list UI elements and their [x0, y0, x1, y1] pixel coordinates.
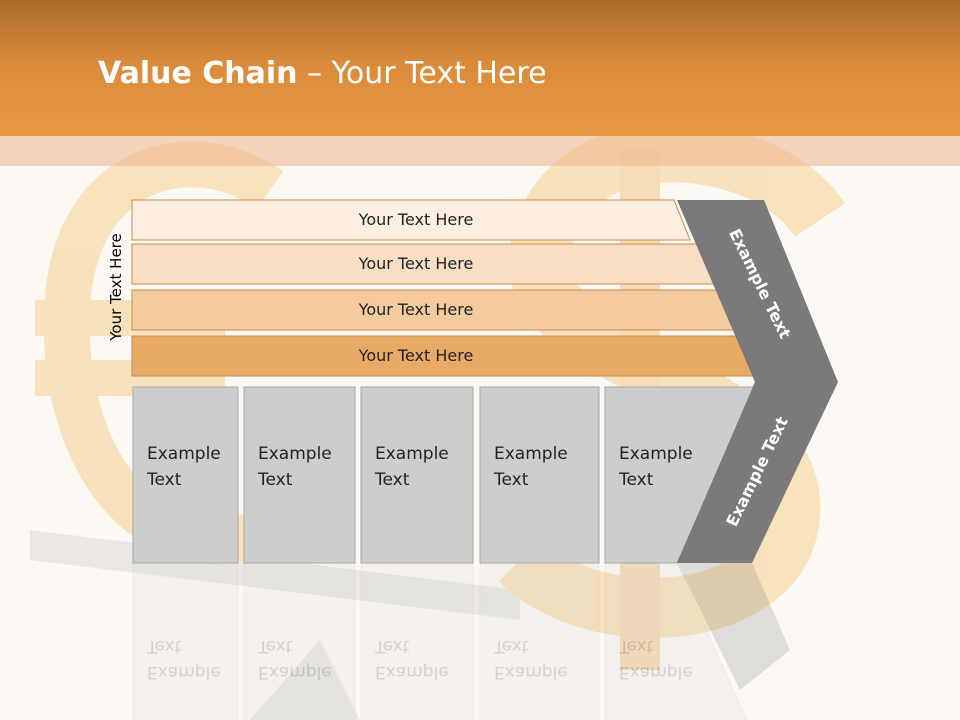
- chevron-reflection: [677, 563, 790, 690]
- column-reflection-line2-5: Text: [618, 636, 654, 656]
- column-reflection-line1-5: Example: [619, 662, 693, 682]
- row-bar-1: [131, 199, 691, 241]
- chevron-arrow: [677, 200, 838, 563]
- row-label-1: Your Text Here: [358, 210, 474, 229]
- row-label-4: Your Text Here: [358, 346, 474, 365]
- column-box-1: [132, 386, 239, 564]
- column-label-line1-5: Example: [619, 444, 693, 464]
- column-box-4: [479, 386, 600, 564]
- title-bar: [0, 0, 960, 136]
- column-box-2: [243, 562, 356, 720]
- column-label-line1-3: Example: [375, 444, 449, 464]
- column-reflection-line1-1: Example: [147, 662, 221, 682]
- column-reflection-line1-3: Example: [375, 662, 449, 682]
- seesaw-base: [250, 640, 360, 720]
- column-box-4: [479, 562, 600, 720]
- column-label-line2-5: Text: [618, 470, 654, 490]
- title-bold-part: Value Chain: [98, 56, 298, 91]
- column-box-2: [243, 386, 356, 564]
- title-band: [0, 136, 960, 166]
- column-label-line1-1: Example: [147, 444, 221, 464]
- slide-title: Value Chain – Your Text Here: [98, 56, 547, 91]
- column-label-line2-1: Text: [146, 470, 182, 490]
- column-reflection-line1-4: Example: [494, 662, 568, 682]
- column-label-line2-2: Text: [257, 470, 293, 490]
- column-label-line2-3: Text: [374, 470, 410, 490]
- title-rest-part: – Your Text Here: [297, 56, 547, 91]
- column-reflection-line1-2: Example: [258, 662, 332, 682]
- column-reflection-line2-4: Text: [493, 636, 529, 656]
- column-label-line2-4: Text: [493, 470, 529, 490]
- column-reflection-line2-1: Text: [146, 636, 182, 656]
- column-label-line1-2: Example: [258, 444, 332, 464]
- row-label-3: Your Text Here: [358, 300, 474, 319]
- column-box-3: [360, 562, 474, 720]
- row-label-2: Your Text Here: [358, 254, 474, 273]
- column-reflection-line2-2: Text: [257, 636, 293, 656]
- column-reflection-line2-3: Text: [374, 636, 410, 656]
- column-box-3: [360, 386, 474, 564]
- column-label-line1-4: Example: [494, 444, 568, 464]
